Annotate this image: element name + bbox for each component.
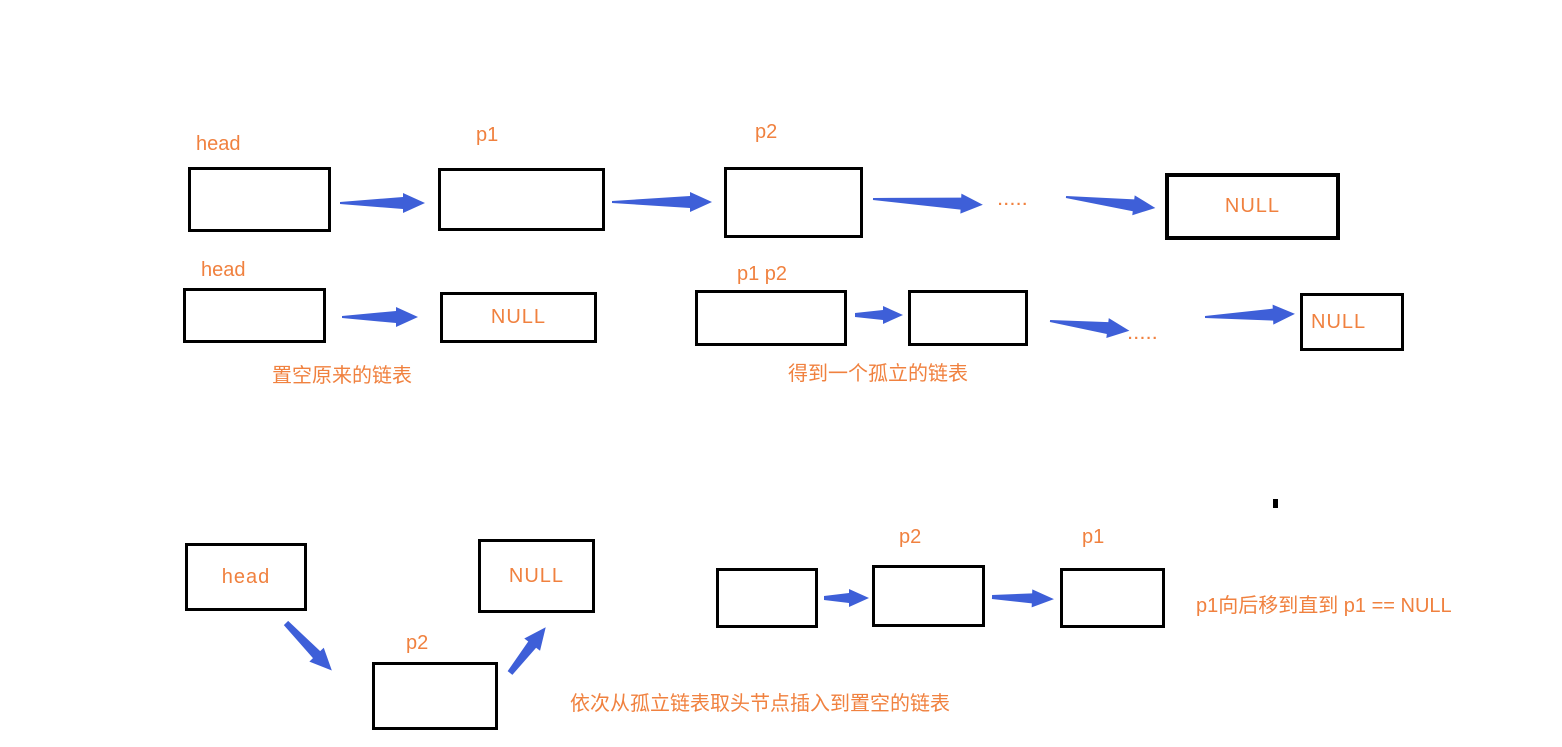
row2-null-label: NULL	[490, 306, 547, 328]
arrow-node1-to-p2-icon	[824, 587, 869, 609]
row1-p2-node-box	[724, 167, 863, 238]
bottomright-p2-node-box	[872, 565, 985, 627]
arrow-isolated1-to-isolated2-icon	[855, 304, 903, 326]
row2-isolated-node1-box	[695, 290, 847, 346]
caption-p1-moves-until-null: p1向后移到直到 p1 == NULL	[1196, 595, 1452, 617]
row1-p2-pointer-label: p2	[755, 121, 778, 143]
row2-p1p2-pointer-label: p1 p2	[737, 263, 788, 285]
row2-isolated-node2-box	[908, 290, 1028, 346]
caption-isolated-list: 得到一个孤立的链表	[788, 363, 968, 385]
bottom-head-label: head	[221, 565, 271, 588]
bottom-null-node-box: NULL	[478, 539, 595, 613]
arrow-head-down-to-p2-icon	[278, 615, 340, 678]
bottomright-node1-box	[716, 568, 818, 628]
arrow-p2-up-to-null-icon	[501, 621, 554, 680]
arrow-ellipsis-to-null-icon	[1065, 186, 1157, 219]
stray-dot-mark	[1273, 499, 1278, 508]
caption-insert-head-node: 依次从孤立链表取头节点插入到置空的链表	[570, 693, 950, 715]
arrow-p1-to-p2-icon	[612, 191, 712, 213]
arrow-head-to-p1-icon	[340, 192, 425, 214]
bottom-p2-pointer-label: p2	[406, 632, 429, 654]
bottom-null-label: NULL	[508, 564, 565, 587]
arrow-p2-to-ellipsis-icon	[872, 188, 983, 216]
row1-null-node-box: NULL	[1165, 173, 1340, 240]
arrow-head-to-null-icon	[342, 306, 418, 328]
row2-null2-label: NULL	[1311, 310, 1367, 333]
arrow-isolated2-to-ellipsis-icon	[1049, 310, 1131, 342]
arrow-ellipsis-to-null2-icon	[1204, 303, 1296, 328]
bottomright-p1-pointer-label: p1	[1082, 526, 1105, 548]
caption-empty-original-list: 置空原来的链表	[272, 365, 412, 387]
bottom-p2-node-box	[372, 662, 498, 730]
row1-head-pointer-label: head	[196, 133, 241, 155]
row1-p1-node-box	[438, 168, 605, 231]
row2-null-node-box: NULL	[440, 292, 597, 343]
arrow-p2-to-p1-icon	[991, 586, 1055, 610]
row2-ellipsis: .....	[1128, 326, 1159, 343]
row1-p1-pointer-label: p1	[476, 124, 499, 146]
bottomright-p2-pointer-label: p2	[899, 526, 922, 548]
bottom-head-node-box: head	[185, 543, 307, 611]
row2-head-pointer-label: head	[201, 259, 246, 281]
row1-null-label: NULL	[1224, 195, 1281, 217]
row1-ellipsis: .....	[998, 192, 1029, 209]
row2-head-node-box	[183, 288, 326, 343]
bottomright-p1-node-box	[1060, 568, 1165, 628]
row1-head-node-box	[188, 167, 331, 232]
row2-null2-node-box: NULL	[1300, 293, 1404, 351]
